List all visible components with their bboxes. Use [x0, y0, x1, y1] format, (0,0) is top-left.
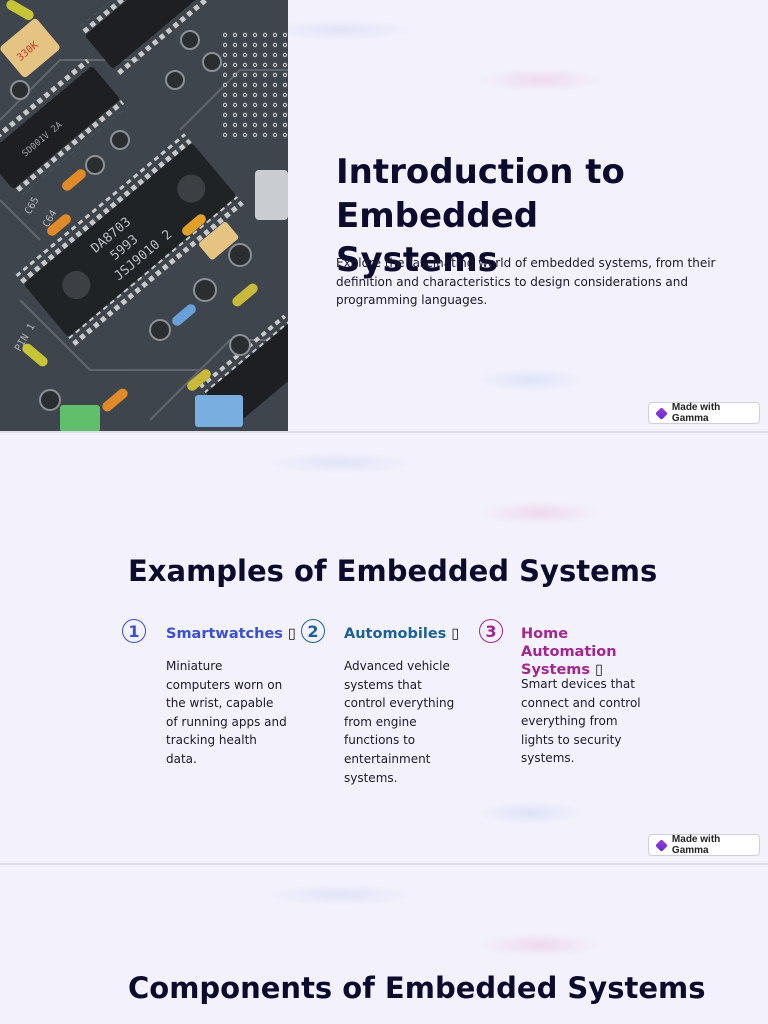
example-title-automobiles: Automobiles ▯: [344, 626, 460, 642]
example-title-home-automation: Home Automation Systems ▯: [521, 626, 617, 678]
gamma-logo-icon: [655, 838, 668, 852]
example-description-smartwatches: Miniature computers worn on the wrist, c…: [166, 659, 287, 766]
circuit-board-photo: SD001V 2A DA8703 5993 JSJ9010 2: [0, 0, 288, 432]
badge-label: Made with Gamma: [671, 402, 721, 424]
gamma-logo-icon: [655, 406, 668, 420]
missing-glyph-icon: ▯: [451, 626, 460, 642]
made-with-gamma-badge[interactable]: Made with Gamma: [648, 402, 760, 424]
missing-glyph-icon: ▯: [595, 662, 604, 678]
made-with-gamma-badge[interactable]: Made with Gamma: [648, 834, 760, 856]
step-number-2: 2: [301, 619, 325, 643]
slide-divider: [0, 431, 768, 433]
example-description-automobiles: Advanced vehicle systems that control ev…: [344, 659, 455, 785]
page-title: Introduction to Embedded Systems: [336, 152, 625, 280]
slide-examples: Examples of Embedded Systems 1 Smartwatc…: [0, 433, 768, 863]
step-number-3: 3: [479, 619, 503, 643]
slide-components: Components of Embedded Systems: [0, 865, 768, 1024]
example-title-smartwatches: Smartwatches ▯: [166, 626, 296, 642]
badge-label: Made with Gamma: [671, 834, 721, 856]
examples-heading: Examples of Embedded Systems: [128, 554, 658, 588]
circuit-board-illustration: SD001V 2A DA8703 5993 JSJ9010 2: [0, 0, 288, 432]
intro-description: Explore the fascinating world of embedde…: [336, 256, 716, 307]
example-description-home-automation: Smart devices that connect and control e…: [521, 677, 641, 766]
slide-divider: [0, 863, 768, 865]
components-heading: Components of Embedded Systems: [128, 971, 706, 1005]
step-number-1: 1: [122, 619, 146, 643]
missing-glyph-icon: ▯: [287, 626, 296, 642]
slide-intro: SD001V 2A DA8703 5993 JSJ9010 2: [0, 0, 768, 432]
